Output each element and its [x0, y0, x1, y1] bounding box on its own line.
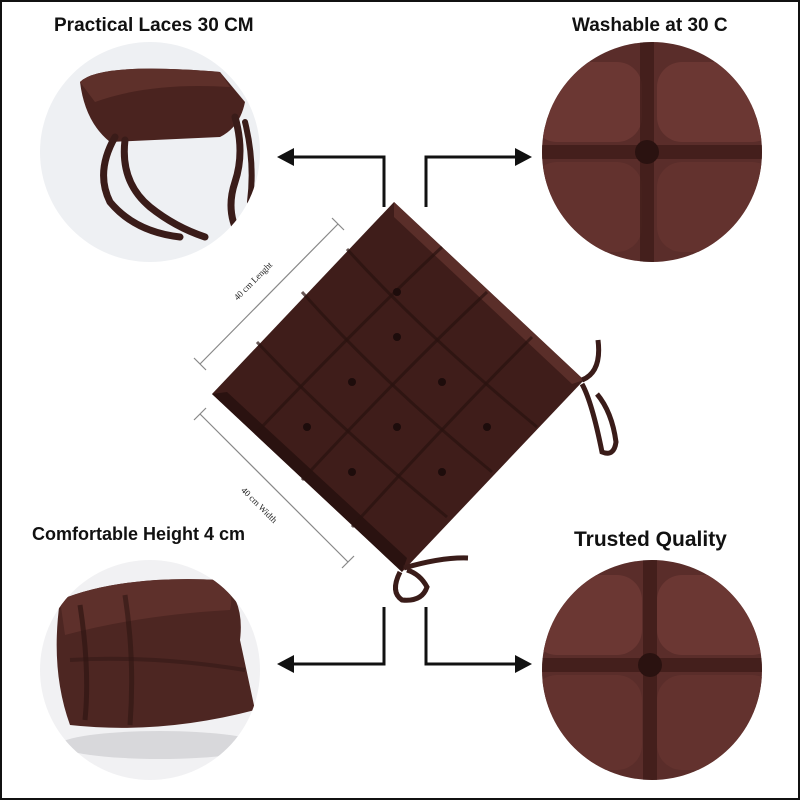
cushion-image	[212, 202, 619, 603]
caption-washable: Washable at 30 C	[572, 15, 728, 36]
dimension-line-length	[193, 217, 345, 371]
trusted-quality-fabric-image	[542, 560, 762, 780]
arrow-left-icon	[287, 607, 386, 666]
arrow-right-icon	[424, 607, 522, 666]
arrow-left-icon	[277, 148, 294, 166]
cushion-height-image	[40, 560, 260, 780]
arrow-left-icon	[287, 155, 386, 207]
arrow-right-icon	[515, 148, 532, 166]
arrow-right-icon	[515, 655, 532, 673]
dimension-line-width	[193, 407, 355, 569]
arrow-right-icon	[424, 155, 522, 207]
caption-trusted-quality: Trusted Quality	[574, 528, 727, 551]
laces-detail-image	[40, 42, 260, 262]
caption-practical-laces: Practical Laces 30 CM	[54, 15, 254, 36]
arrow-left-icon	[277, 655, 294, 673]
caption-comfortable-height: Comfortable Height 4 cm	[32, 524, 246, 544]
